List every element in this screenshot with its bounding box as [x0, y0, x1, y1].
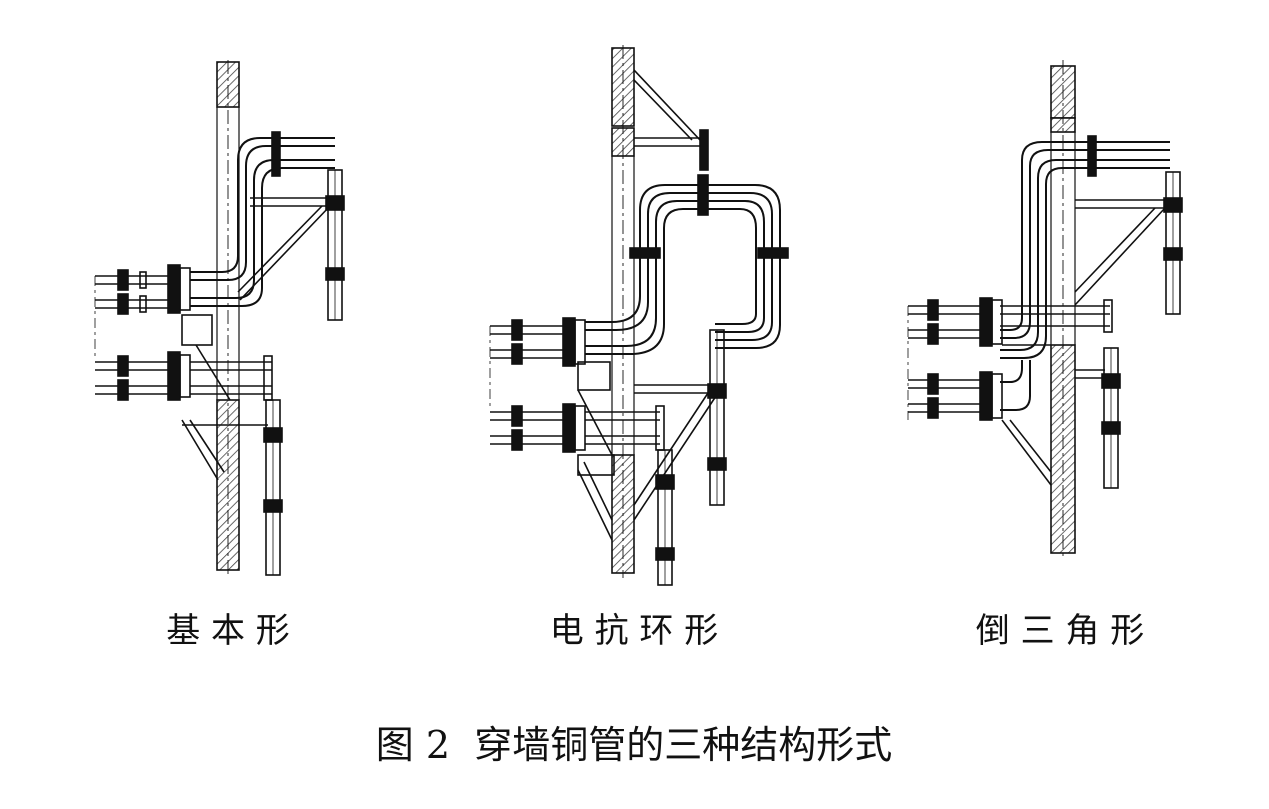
panel-reactance-ring — [489, 45, 789, 586]
lower-bracket — [181, 314, 268, 481]
terminal-bolts-upper — [94, 264, 191, 360]
support-bracket — [237, 197, 331, 301]
panel-label-reactance-ring: 电 抗 环 形 — [550, 611, 718, 651]
terminal-bolts-upper — [907, 297, 1003, 420]
panel-inverted-triangle — [907, 60, 1183, 560]
wall-section — [1050, 60, 1076, 560]
terminal-bolts-lower — [490, 403, 665, 453]
panel-label-basic: 基 本 形 — [166, 611, 290, 651]
copper-pipe-pair — [190, 137, 335, 307]
flange-top — [1087, 135, 1097, 177]
insulator-right — [757, 247, 789, 259]
support-bracket — [1074, 199, 1166, 306]
wall-section — [216, 60, 240, 575]
flange-top — [271, 131, 281, 177]
copper-ring-pipe — [585, 184, 781, 355]
support-bracket — [577, 361, 719, 541]
vertical-busbar-lower — [655, 449, 675, 586]
copper-pipe-pair — [1000, 141, 1170, 411]
vertical-busbar-lower — [1101, 347, 1121, 489]
insulator-left — [629, 247, 661, 259]
terminal-bolts-lower — [908, 371, 1003, 421]
wall-section — [611, 45, 635, 578]
vertical-busbar-lower — [263, 399, 283, 576]
terminal-bolts-lower — [95, 351, 273, 401]
vertical-busbar — [1163, 171, 1183, 315]
through-wall-pipes — [1000, 299, 1113, 333]
panel-label-inverted-triangle: 倒 三 角 形 — [976, 611, 1144, 651]
panel-basic — [94, 60, 345, 576]
terminal-bolts-upper — [489, 317, 586, 410]
flange-top — [697, 174, 709, 216]
hanger-bracket — [633, 69, 709, 171]
vertical-busbar — [325, 169, 345, 321]
vertical-busbar — [707, 329, 727, 506]
lower-bracket — [1001, 344, 1105, 486]
figure-caption: 图 2 穿墙铜管的三种结构形式 — [376, 723, 892, 767]
